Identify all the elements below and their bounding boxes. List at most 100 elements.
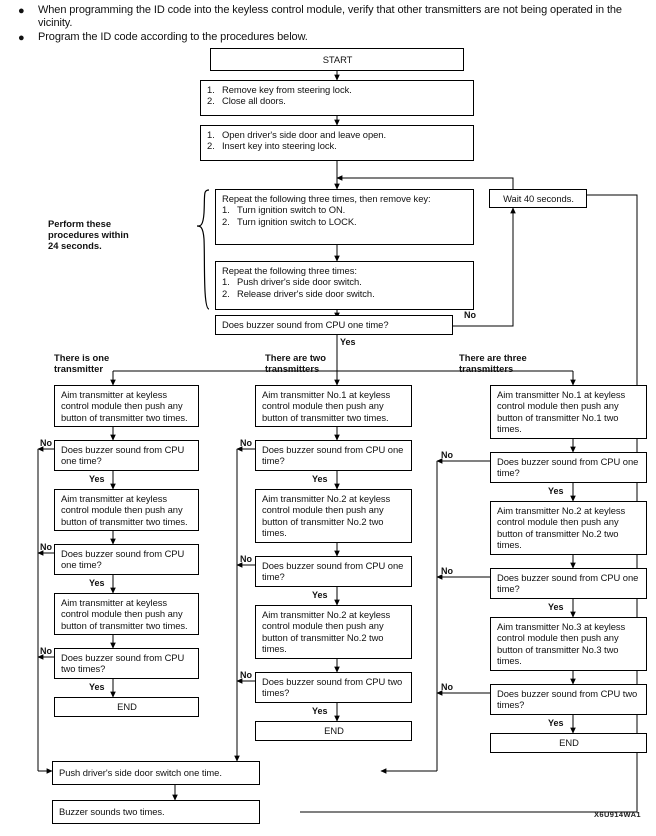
box-c3-step-3-label: Aim transmitter No.3 at keyless control … [497, 621, 626, 667]
box-c3-decision-3-label: Does buzzer sound from CPU two times? [497, 688, 638, 711]
label-c2-yes-3: Yes [312, 706, 328, 716]
list-number: 2. [207, 95, 215, 107]
list-number: 2. [222, 215, 230, 227]
box-c1-step-3[interactable]: Aim transmitter at keyless control modul… [54, 593, 199, 635]
list-text: Insert key into steering lock. [222, 140, 337, 152]
box-decision-main-label: Does buzzer sound from CPU one time? [222, 319, 389, 331]
box-c1-step-3-label: Aim transmitter at keyless control modul… [61, 597, 188, 631]
header-one-transmitter-l1: There is one [54, 352, 110, 363]
list-item: 2. Release driver's side door switch. [222, 288, 468, 299]
label-c3-no-3: No [441, 682, 453, 692]
box-c3-step-1[interactable]: Aim transmitter No.1 at keyless control … [490, 385, 647, 439]
list-number: 2. [207, 140, 215, 152]
box-step-2-body: 1. Open driver's side door and leave ope… [201, 126, 473, 155]
bullet-dot-icon: ● [18, 32, 25, 45]
box-step-1[interactable]: 1. Remove key from steering lock. 2. Clo… [200, 80, 474, 116]
box-c3-end[interactable]: END [490, 733, 647, 753]
list-text: Turn ignition switch to LOCK. [237, 215, 357, 227]
box-c1-decision-1[interactable]: Does buzzer sound from CPU one time? [54, 440, 199, 471]
label-c2-no-3: No [240, 670, 252, 680]
box-c3-decision-1[interactable]: Does buzzer sound from CPU one time? [490, 452, 647, 483]
box-push-switch-label: Push driver's side door switch one time. [59, 767, 222, 779]
figure-code: X6U914WA1 [594, 810, 641, 819]
box-c3-decision-2[interactable]: Does buzzer sound from CPU one time? [490, 568, 647, 599]
box-c3-decision-2-label: Does buzzer sound from CPU one time? [497, 572, 639, 595]
box-wait-40-seconds[interactable]: Wait 40 seconds. [489, 189, 587, 208]
box-c2-decision-2[interactable]: Does buzzer sound from CPU one time? [255, 556, 412, 587]
label-c2-no-1: No [240, 438, 252, 448]
list-text: Turn ignition switch to ON. [237, 204, 346, 216]
intro-notes: ● When programming the ID code into the … [18, 4, 644, 46]
bullet-dot-icon: ● [18, 5, 25, 17]
list-item: 1. Push driver's side door switch. [222, 276, 468, 287]
list-item: 1. Turn ignition switch to ON. [222, 204, 468, 215]
list-number: 2. [222, 287, 230, 299]
box-step-3[interactable]: Repeat the following three times, then r… [215, 189, 474, 245]
list-item: 1. Remove key from steering lock. [207, 84, 468, 95]
label-c1-yes-3: Yes [89, 682, 105, 692]
label-c1-yes-2: Yes [89, 578, 105, 588]
box-wait-label: Wait 40 seconds. [503, 192, 574, 204]
header-two-transmitters-l1: There are two [265, 352, 326, 363]
label-c2-yes-1: Yes [312, 474, 328, 484]
box-c1-decision-3-label: Does buzzer sound from CPU two times? [61, 652, 185, 675]
intro-bullet-2: ● Program the ID code according to the p… [18, 31, 644, 45]
box-c3-decision-1-label: Does buzzer sound from CPU one time? [497, 456, 639, 479]
list-number: 1. [222, 204, 230, 216]
box-c2-decision-3[interactable]: Does buzzer sound from CPU two times? [255, 672, 412, 703]
box-c3-step-1-label: Aim transmitter No.1 at keyless control … [497, 389, 626, 435]
box-c2-decision-1[interactable]: Does buzzer sound from CPU one time? [255, 440, 412, 471]
box-decision-main[interactable]: Does buzzer sound from CPU one time? [215, 315, 453, 335]
box-c1-step-2[interactable]: Aim transmitter at keyless control modul… [54, 489, 199, 531]
box-start-label: START [322, 53, 353, 65]
list-item: 2. Close all doors. [207, 95, 468, 106]
box-c1-step-1[interactable]: Aim transmitter at keyless control modul… [54, 385, 199, 427]
box-step-3-body: Repeat the following three times, then r… [216, 190, 473, 230]
list-text: Open driver's side door and leave open. [222, 129, 387, 140]
note-perform-line-2: procedures within [48, 229, 129, 240]
box-c3-decision-3[interactable]: Does buzzer sound from CPU two times? [490, 684, 647, 715]
box-c2-end[interactable]: END [255, 721, 412, 741]
box-push-switch[interactable]: Push driver's side door switch one time. [52, 761, 260, 785]
box-c3-step-3[interactable]: Aim transmitter No.3 at keyless control … [490, 617, 647, 671]
label-no-main: No [464, 310, 476, 320]
box-c1-decision-2[interactable]: Does buzzer sound from CPU one time? [54, 544, 199, 575]
box-c2-step-2[interactable]: Aim transmitter No.2 at keyless control … [255, 489, 412, 543]
note-perform-line-3: 24 seconds. [48, 240, 102, 251]
list-lead: Repeat the following three times, then r… [222, 193, 431, 204]
box-c1-decision-1-label: Does buzzer sound from CPU one time? [61, 444, 185, 467]
box-c2-step-3-label: Aim transmitter No.2 at keyless control … [262, 609, 391, 655]
box-c1-step-2-label: Aim transmitter at keyless control modul… [61, 493, 188, 527]
list-number: 1. [207, 129, 215, 140]
label-c1-no-3: No [40, 646, 52, 656]
box-c3-step-2[interactable]: Aim transmitter No.2 at keyless control … [490, 501, 647, 555]
box-buzzer-two-times[interactable]: Buzzer sounds two times. [52, 800, 260, 824]
header-one-transmitter-l2: transmitter [54, 363, 103, 374]
box-c2-step-2-label: Aim transmitter No.2 at keyless control … [262, 493, 391, 539]
box-c3-step-2-label: Aim transmitter No.2 at keyless control … [497, 505, 626, 551]
box-c1-step-1-label: Aim transmitter at keyless control modul… [61, 389, 188, 423]
intro-bullet-2-text: Program the ID code according to the pro… [38, 31, 308, 44]
box-c2-decision-2-label: Does buzzer sound from CPU one time? [262, 560, 404, 583]
box-c1-end[interactable]: END [54, 697, 199, 717]
box-c2-step-3[interactable]: Aim transmitter No.2 at keyless control … [255, 605, 412, 659]
header-three-transmitters-l2: transmitters [459, 363, 514, 374]
list-item: 2. Turn ignition switch to LOCK. [222, 216, 468, 227]
box-step-2[interactable]: 1. Open driver's side door and leave ope… [200, 125, 474, 161]
intro-bullet-1-text: When programming the ID code into the ke… [38, 4, 622, 30]
note-perform-line-1: Perform these [48, 218, 112, 229]
label-c1-no-2: No [40, 542, 52, 552]
list-text: Push driver's side door switch. [237, 276, 362, 288]
box-start[interactable]: START [210, 48, 464, 71]
box-c2-step-1[interactable]: Aim transmitter No.1 at keyless control … [255, 385, 412, 427]
label-c1-yes-1: Yes [89, 474, 105, 484]
list-text: Release driver's side door switch. [237, 287, 375, 299]
box-step-4[interactable]: Repeat the following three times: 1. Pus… [215, 261, 474, 310]
list-item: 2. Insert key into steering lock. [207, 140, 468, 151]
box-c1-decision-3[interactable]: Does buzzer sound from CPU two times? [54, 648, 199, 679]
list-text: Close all doors. [222, 95, 286, 107]
label-c1-no-1: No [40, 438, 52, 448]
label-c3-no-2: No [441, 566, 453, 576]
box-c2-step-1-label: Aim transmitter No.1 at keyless control … [262, 389, 391, 423]
